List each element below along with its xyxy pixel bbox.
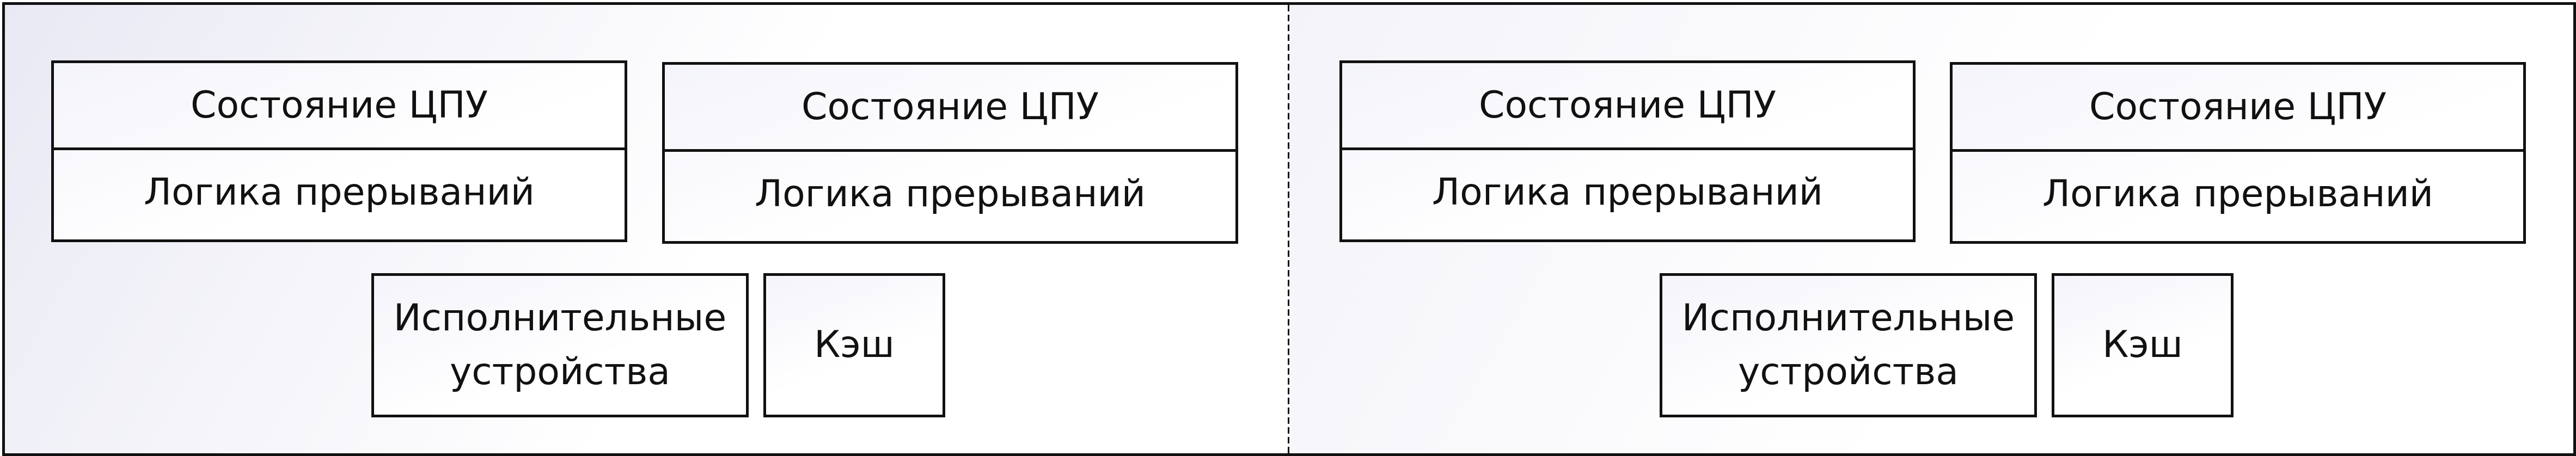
cpu-context-block: Состояние ЦПУ Логика прерываний <box>1339 60 1916 242</box>
interrupt-logic-label: Логика прерываний <box>144 171 535 214</box>
core-panel-left: Состояние ЦПУ Логика прерываний Состояни… <box>5 5 1289 453</box>
cpu-state-label: Состояние ЦПУ <box>665 65 1235 152</box>
interrupt-logic-label: Логика прерываний <box>1432 171 1823 214</box>
cache-label: Кэш <box>814 323 895 367</box>
execution-units-label: Исполнительные устройства <box>1681 296 2015 393</box>
execution-units-block: Исполнительные устройства <box>1660 273 2037 417</box>
core-panel-right: Состояние ЦПУ Логика прерываний Состояни… <box>1289 5 2573 453</box>
cpu-state-label: Состояние ЦПУ <box>1953 65 2523 152</box>
execution-units-label: Исполнительные устройства <box>393 296 727 393</box>
cpu-context-block: Состояние ЦПУ Логика прерываний <box>1950 62 2526 244</box>
cache-block: Кэш <box>763 273 945 417</box>
interrupt-logic-label: Логика прерываний <box>755 172 1146 215</box>
cpu-context-block: Состояние ЦПУ Логика прерываний <box>51 60 627 242</box>
execution-units-block: Исполнительные устройства <box>371 273 749 417</box>
cache-block: Кэш <box>2052 273 2234 417</box>
cache-label: Кэш <box>2102 323 2183 367</box>
interrupt-logic-label: Логика прерываний <box>2042 172 2433 215</box>
cpu-context-block: Состояние ЦПУ Логика прерываний <box>662 62 1238 244</box>
cpu-state-label: Состояние ЦПУ <box>54 63 625 150</box>
cpu-state-label: Состояние ЦПУ <box>1342 63 1913 150</box>
